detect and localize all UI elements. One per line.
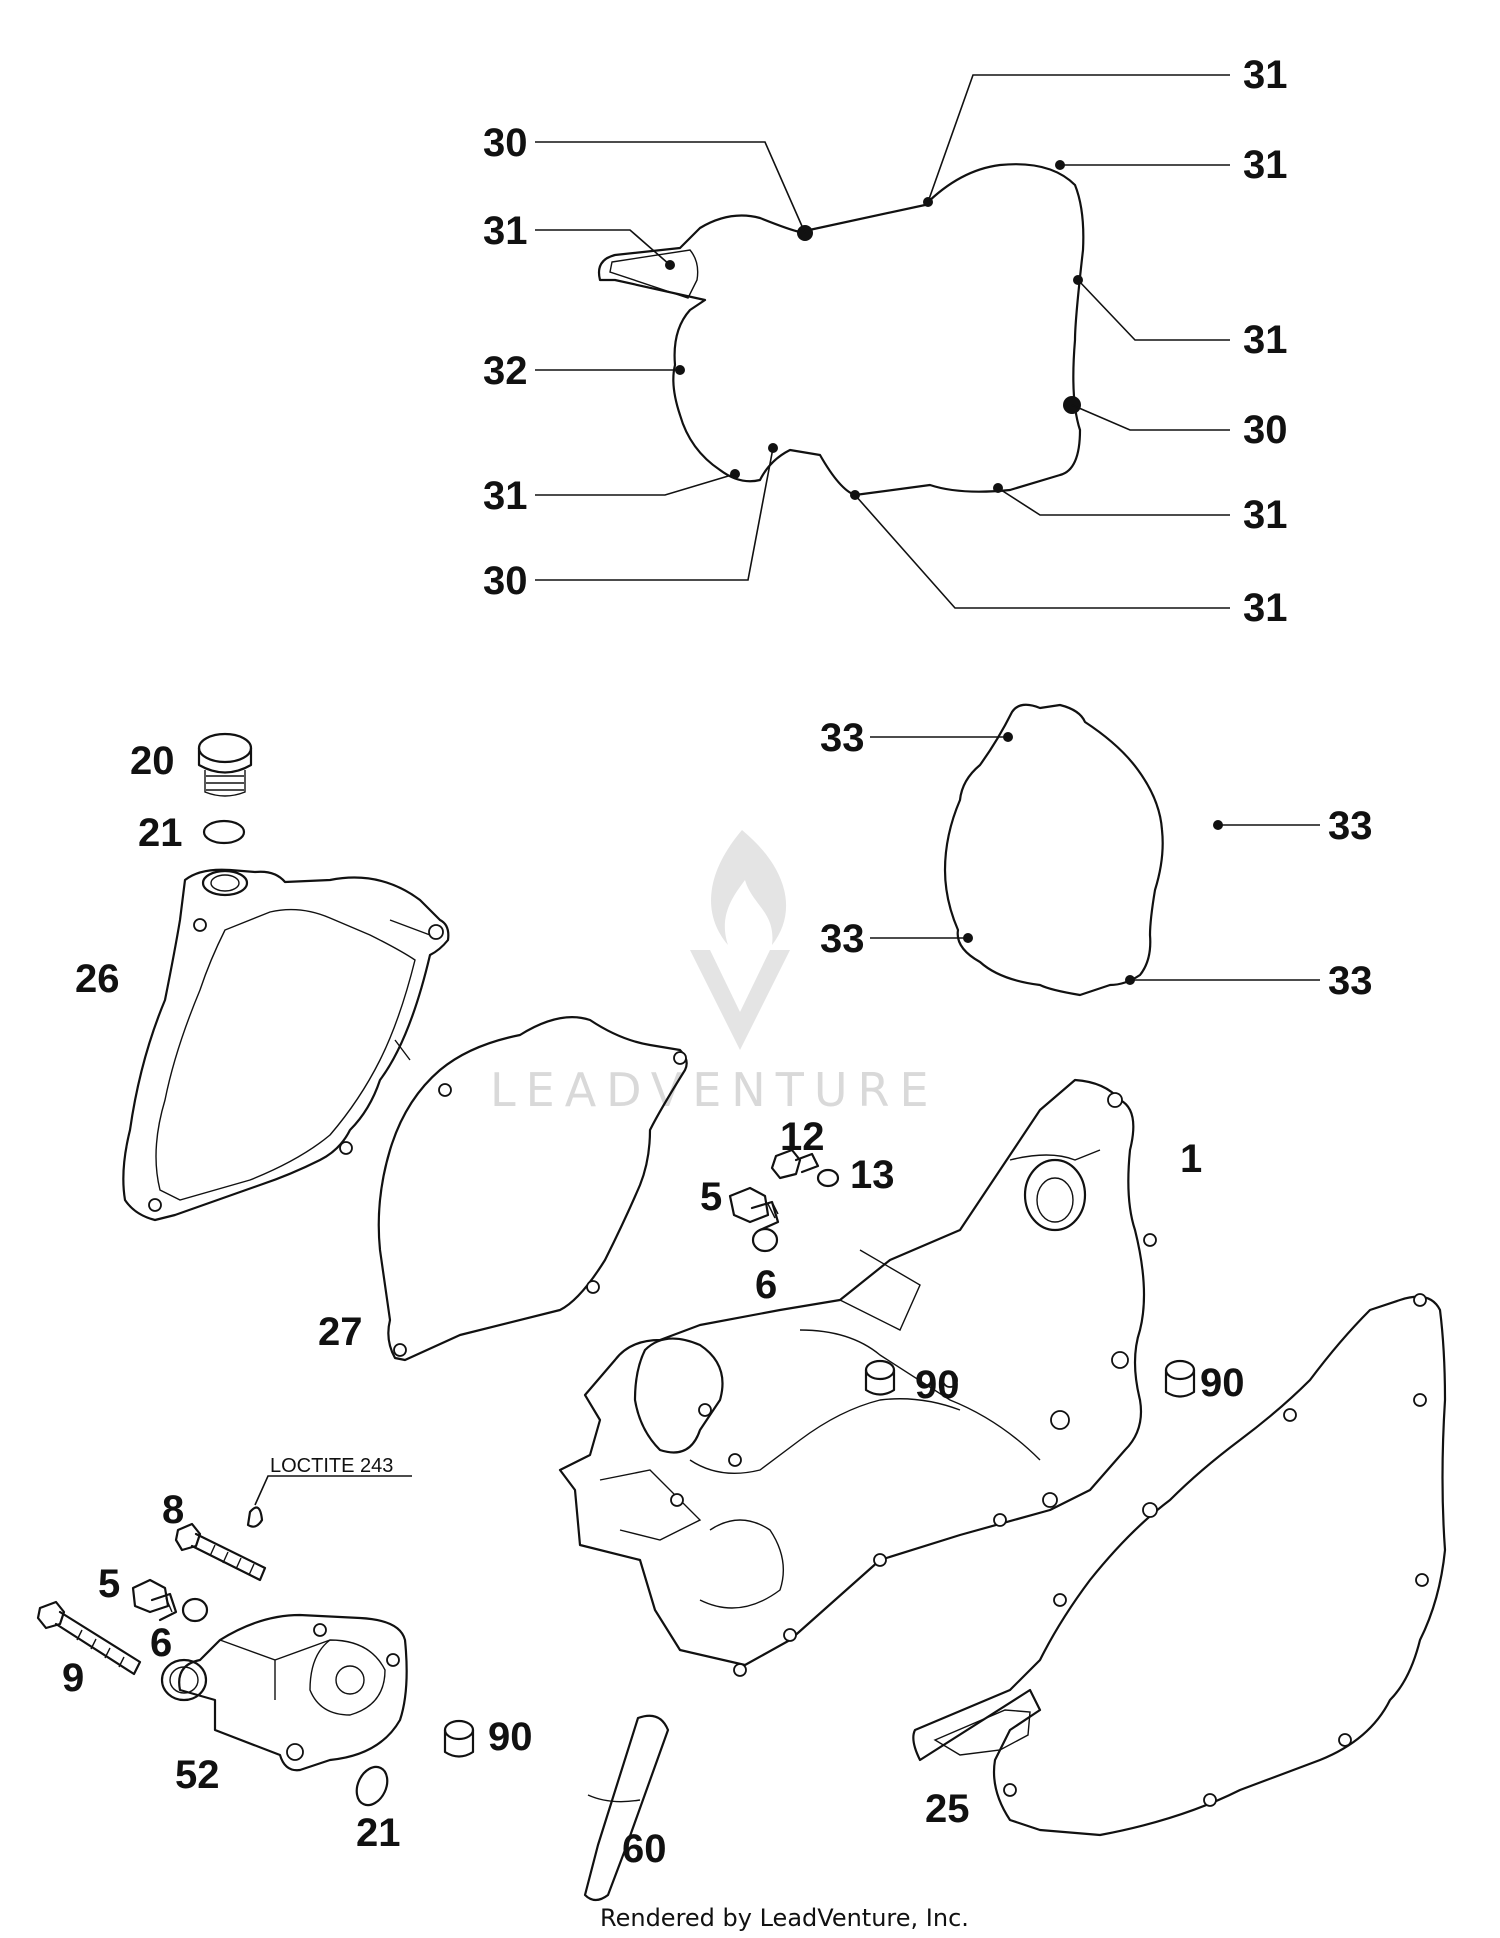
water-pump-cover-52 [160,1613,408,1772]
washer-13 [816,1168,840,1188]
label-33-d: 33 [1328,959,1373,1003]
label-31-e: 31 [483,474,528,518]
label-33-c: 33 [820,917,865,961]
seal-ring-6-top [751,1227,779,1253]
screw-plug-5-top [728,1186,780,1232]
o-ring-21-bottom [355,1765,389,1807]
label-5-a: 5 [700,1175,722,1219]
outer-clutch-cover-26 [122,868,450,1222]
label-90-b: 90 [1200,1361,1245,1405]
screw-8 [174,1475,412,1582]
label-30-b: 30 [1243,408,1288,452]
label-13: 13 [850,1153,895,1197]
label-26: 26 [75,957,120,1001]
label-8: 8 [162,1488,184,1532]
part-number-labels: 31 31 30 31 31 32 30 31 31 30 31 20 21 2… [62,53,1373,1871]
label-6-b: 6 [150,1621,172,1665]
label-31-d: 31 [1243,318,1288,362]
crankcase-gasket-25 [912,1293,1447,1837]
label-12: 12 [780,1115,825,1159]
sleeve-90-bottom [443,1719,475,1758]
inner-clutch-cover-1 [558,1078,1157,1677]
label-31-f: 31 [1243,493,1288,537]
seal-ring-6-bottom [181,1597,209,1623]
watermark-logo: LEADVENTURE [490,830,939,1117]
oil-filler-plug-20 [197,732,253,797]
o-ring-21-top [202,819,246,845]
label-52: 52 [175,1753,220,1797]
label-31-b: 31 [1243,143,1288,187]
loctite-drop-icon [246,1506,264,1528]
label-90-a: 90 [915,1363,960,1407]
screw-9 [36,1600,142,1676]
clutch-cover-gasket-33 [870,703,1320,997]
label-32: 32 [483,349,528,393]
label-60: 60 [622,1827,667,1871]
sleeve-90-middle [864,1359,896,1396]
outer-cover-gasket-27 [377,1016,688,1362]
footer-credit: Rendered by LeadVenture, Inc. [600,1904,969,1932]
sleeve-90-right [1164,1359,1196,1398]
label-25: 25 [925,1787,970,1831]
watermark-text: LEADVENTURE [490,1063,939,1117]
hose-60 [583,1714,670,1902]
screw-plug-5-bottom [131,1578,178,1622]
label-33-a: 33 [820,716,865,760]
label-27: 27 [318,1310,363,1354]
label-5-b: 5 [98,1562,120,1606]
top-gasket-leaders [535,74,1230,609]
label-21-b: 21 [356,1811,401,1855]
label-30-c: 30 [483,559,528,603]
label-30-a: 30 [483,121,528,165]
label-1: 1 [1180,1137,1202,1181]
label-9: 9 [62,1656,84,1700]
screw-12 [770,1148,820,1180]
label-6-a: 6 [755,1263,777,1307]
label-31-g: 31 [1243,586,1288,630]
label-21-a: 21 [138,811,183,855]
label-33-b: 33 [1328,804,1373,848]
label-90-c: 90 [488,1715,533,1759]
loctite-note: LOCTITE 243 [270,1455,393,1477]
cover-gasket-32 [597,160,1085,500]
label-31-a: 31 [1243,53,1288,97]
label-31-c: 31 [483,209,528,253]
label-20: 20 [130,739,175,783]
